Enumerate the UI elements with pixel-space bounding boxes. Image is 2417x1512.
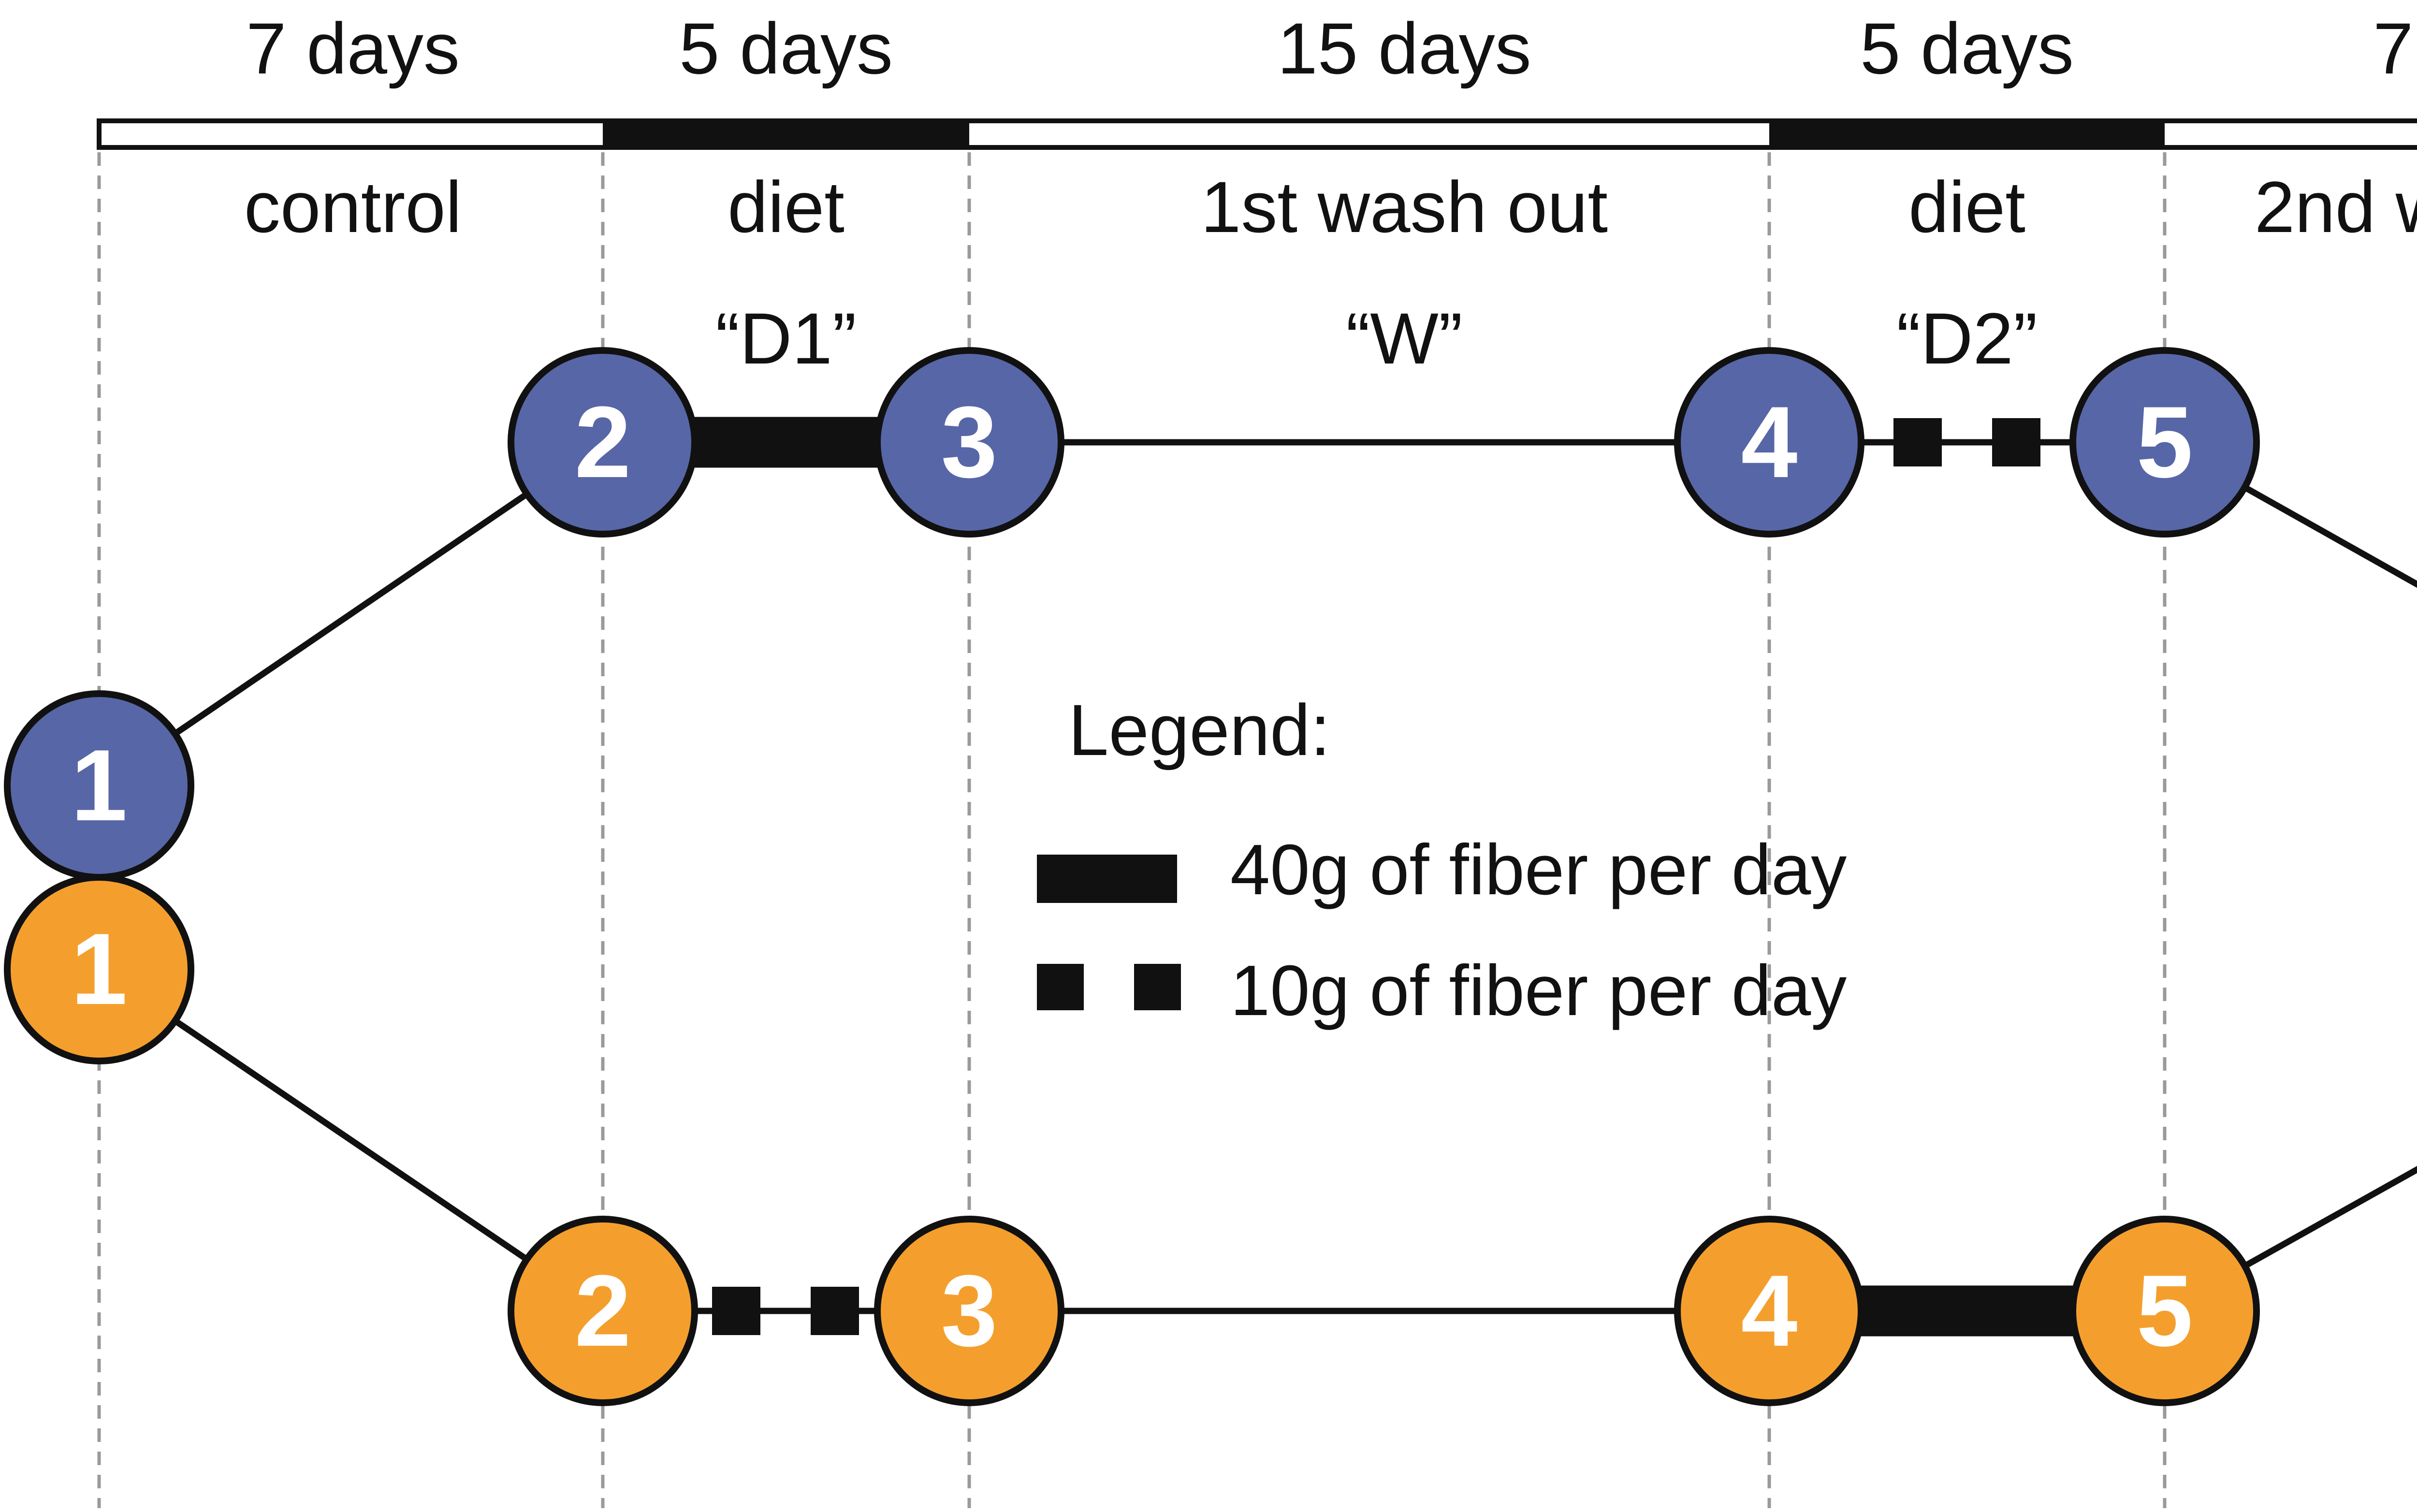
- legend-item-label-40g: 40g of fiber per day: [1230, 830, 1847, 910]
- visit-node-top-4: [1674, 347, 1864, 538]
- phase-label-diet2: diet: [1908, 166, 2025, 247]
- visit-node-bottom-1-label: 1: [71, 912, 128, 1026]
- bottom-arm-fiber-10g-square-1: [712, 1287, 760, 1335]
- visit-node-top-5-label: 5: [2137, 385, 2193, 499]
- visit-node-top-1-label: 1: [71, 728, 128, 842]
- visit-node-bottom-1: [4, 874, 194, 1064]
- visit-node-bottom-3: [874, 1216, 1064, 1406]
- phase-label-control: control: [244, 166, 462, 247]
- duration-label-washout1: 15 days: [1277, 8, 1531, 89]
- bottom-arm-connector-5-6: [2163, 1166, 2417, 1314]
- legend-swatch-10g-square-2: [1134, 964, 1181, 1010]
- visit-node-top-3: [874, 347, 1064, 538]
- duration-label-diet2: 5 days: [1860, 8, 2074, 89]
- top-arm-fiber-10g-square-1: [1893, 418, 1942, 466]
- visit-node-bottom-4-label: 4: [1741, 1254, 1798, 1367]
- legend-swatch-10g-square-1: [1037, 964, 1084, 1010]
- top-arm-connector-1-2: [97, 439, 605, 788]
- bottom-arm-fiber-10g-square-2: [811, 1287, 859, 1335]
- phase-code-label-w: “W”: [1346, 298, 1462, 379]
- visit-node-top-5: [2069, 347, 2260, 538]
- duration-label-diet1: 5 days: [679, 8, 893, 89]
- visit-node-top-2: [508, 347, 698, 538]
- visit-node-bottom-3-label: 3: [941, 1254, 998, 1367]
- legend: Legend: 40g of fiber per day 10g of fibe…: [1037, 689, 1847, 1031]
- visit-node-bottom-2-label: 2: [575, 1254, 631, 1367]
- legend-swatch-40g-bar: [1037, 855, 1177, 903]
- legend-item-label-10g: 10g of fiber per day: [1230, 951, 1847, 1031]
- diet2-bar-segment: [1769, 118, 2165, 150]
- duration-label-washout2: 7 days: [2373, 8, 2417, 89]
- phase-label-washout2: 2nd wash out: [2255, 166, 2417, 247]
- visit-node-top-2-label: 2: [575, 385, 631, 499]
- visit-node-top-4-label: 4: [1741, 385, 1798, 499]
- top-arm-connector-5-6: [2163, 439, 2417, 588]
- duration-label-control: 7 days: [246, 8, 460, 89]
- phase-label-washout1: 1st wash out: [1201, 166, 1608, 247]
- phase-label-diet1: diet: [728, 166, 844, 247]
- legend-title: Legend:: [1068, 689, 1330, 771]
- bottom-arm-connector-1-2: [97, 966, 605, 1314]
- visit-node-bottom-5-label: 5: [2137, 1254, 2193, 1367]
- phase-code-label-d2: “D2”: [1896, 298, 2038, 379]
- visit-node-bottom-4: [1674, 1216, 1864, 1406]
- phase-code-label-d1: “D1”: [715, 298, 857, 379]
- diet1-bar-segment: [603, 118, 969, 150]
- top-arm-fiber-10g-square-2: [1992, 418, 2040, 466]
- visit-node-bottom-5: [2069, 1216, 2260, 1406]
- visit-node-bottom-2: [508, 1216, 698, 1406]
- visit-node-top-3-label: 3: [941, 385, 998, 499]
